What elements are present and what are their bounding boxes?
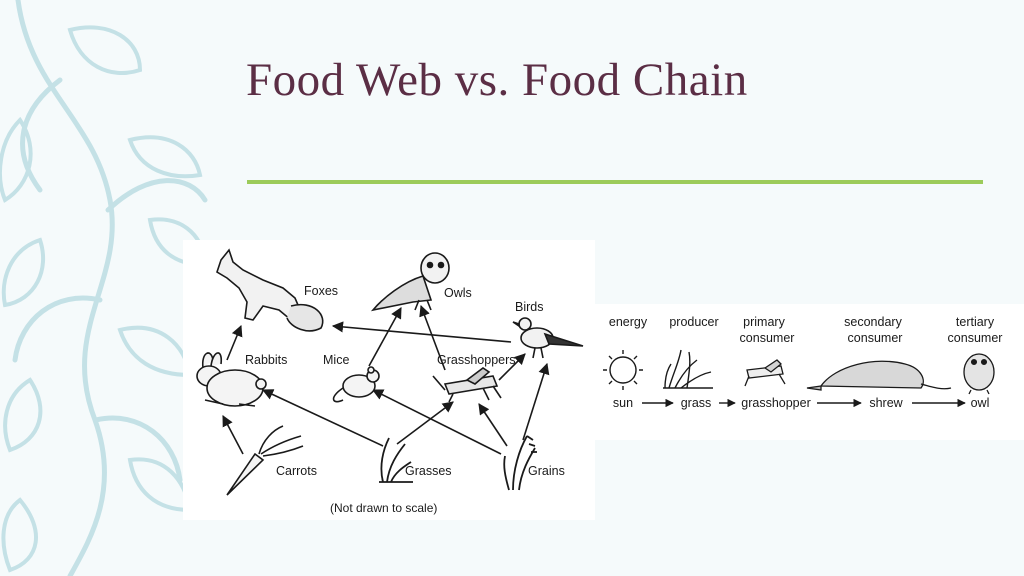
arrow-carrots-to-rabbits bbox=[222, 415, 244, 455]
carrot-icon bbox=[226, 425, 304, 496]
chain-name-grass: grass bbox=[681, 396, 712, 410]
arrow-rabbits-to-foxes bbox=[226, 324, 243, 361]
role-primary-line2: consumer bbox=[740, 331, 795, 345]
owl-icon bbox=[370, 252, 450, 312]
scale-note: (Not drawn to scale) bbox=[330, 501, 437, 515]
slide-title: Food Web vs. Food Chain bbox=[246, 54, 748, 106]
owl-small-icon bbox=[963, 353, 995, 395]
food-web-arrows bbox=[222, 304, 550, 455]
label-owls: Owls bbox=[444, 286, 472, 300]
food-chain-diagram: energy producer primary consumer seconda… bbox=[595, 304, 1024, 440]
arrow-grasses-to-grasshoppers bbox=[396, 401, 454, 445]
chain-name-sun: sun bbox=[613, 396, 633, 410]
fox-icon bbox=[216, 248, 324, 332]
arrow-mice-to-owls bbox=[368, 307, 402, 367]
label-grasses: Grasses bbox=[405, 464, 452, 478]
role-primary-line1: primary bbox=[743, 315, 785, 329]
label-rabbits: Rabbits bbox=[245, 353, 287, 367]
arrow-grasses-to-rabbits bbox=[261, 389, 384, 447]
sun-icon bbox=[603, 350, 643, 390]
grain-icon bbox=[503, 435, 537, 491]
mouse-icon bbox=[332, 366, 380, 403]
arrow-birds-to-foxes bbox=[331, 321, 512, 343]
bird-icon bbox=[512, 317, 584, 359]
label-grains: Grains bbox=[528, 464, 565, 478]
grass-tuft-icon bbox=[663, 349, 713, 389]
label-foxes: Foxes bbox=[304, 284, 338, 298]
arrow-grasshoppers-to-owls bbox=[419, 304, 446, 371]
chain-name-shrew: shrew bbox=[869, 396, 903, 410]
role-tertiary-line1: tertiary bbox=[956, 315, 995, 329]
chain-name-grasshopper: grasshopper bbox=[741, 396, 811, 410]
rabbit-icon bbox=[196, 352, 267, 407]
grasshopper-small-icon bbox=[744, 359, 786, 387]
role-energy: energy bbox=[609, 315, 648, 329]
title-underline bbox=[247, 180, 983, 184]
role-secondary-line2: consumer bbox=[848, 331, 903, 345]
chain-name-owl: owl bbox=[971, 396, 990, 410]
label-carrots: Carrots bbox=[276, 464, 317, 478]
role-secondary-line1: secondary bbox=[844, 315, 902, 329]
arrow-grains-to-birds bbox=[522, 362, 550, 441]
food-web-diagram: Foxes Owls Birds Rabbits Mice Grasshoppe… bbox=[183, 240, 595, 520]
grasshopper-icon bbox=[432, 367, 502, 403]
label-mice: Mice bbox=[323, 353, 349, 367]
label-grasshoppers: Grasshoppers bbox=[437, 353, 516, 367]
shrew-icon bbox=[806, 360, 952, 391]
role-tertiary-line2: consumer bbox=[948, 331, 1003, 345]
label-birds: Birds bbox=[515, 300, 543, 314]
grass-icon bbox=[379, 437, 413, 483]
arrow-grains-to-grasshoppers bbox=[478, 403, 508, 447]
arrow-grains-to-mice bbox=[371, 389, 502, 455]
role-producer: producer bbox=[669, 315, 718, 329]
arrow-grasshoppers-to-birds bbox=[498, 353, 526, 381]
